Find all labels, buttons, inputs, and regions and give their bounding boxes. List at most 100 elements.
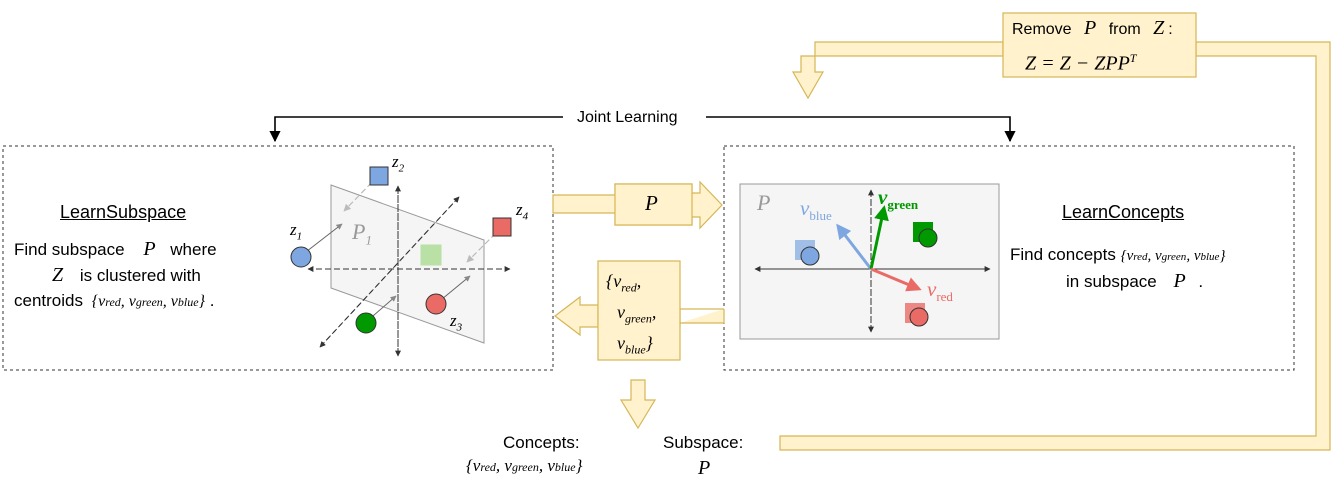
vec-box-line1: {vred, bbox=[606, 271, 641, 298]
v-red-letter: v bbox=[927, 277, 937, 301]
remove-p-line: Remove P from Z: bbox=[1012, 18, 1173, 40]
right-set-green: green bbox=[1161, 251, 1187, 263]
concepts-output-set: {vred, vgreen, vblue} bbox=[466, 456, 582, 477]
out-set-red: red bbox=[480, 460, 496, 474]
left-set-close: } bbox=[198, 293, 205, 310]
left-set-green: green bbox=[135, 295, 163, 309]
left-p-symbol: P bbox=[143, 238, 156, 260]
plane-p1-sub: 1 bbox=[365, 232, 372, 248]
left-line2: Z is clustered with bbox=[52, 265, 201, 286]
vec-box-l2: v bbox=[617, 302, 625, 322]
left-set-blue: blue bbox=[177, 295, 199, 309]
formula-text: Z = Z − ZPP bbox=[1025, 52, 1130, 75]
vec-box-l2-sub: green bbox=[625, 311, 652, 326]
left-line1: Find subspace P where bbox=[14, 239, 217, 260]
joint-learning-left-arrow bbox=[269, 116, 563, 143]
joint-learning-label: Joint Learning bbox=[577, 109, 678, 126]
green-centroid-square bbox=[420, 244, 442, 266]
v-blue-sub: blue bbox=[809, 208, 832, 224]
v-red-vector bbox=[870, 267, 922, 292]
right-line2-prefix: in subspace bbox=[1066, 272, 1157, 291]
v-blue-label: vblue bbox=[800, 198, 832, 226]
right-line2-suffix: . bbox=[1198, 272, 1204, 291]
right-panel bbox=[723, 145, 1295, 371]
out-set-green: green bbox=[511, 460, 539, 474]
joint-learning-right-arrow bbox=[706, 116, 1016, 143]
v-blue-vector bbox=[836, 223, 873, 270]
remove-z-symbol: Z bbox=[1153, 17, 1165, 39]
concepts-illustration bbox=[739, 183, 1000, 340]
subspace-output-p: P bbox=[698, 457, 711, 479]
vec-box-line2: vgreen, bbox=[617, 302, 656, 329]
out-set-close: } bbox=[575, 456, 583, 475]
out-set-comma1: , v bbox=[495, 456, 512, 475]
formula-superscript: T bbox=[1129, 51, 1137, 65]
z2-label: z2 bbox=[392, 152, 404, 178]
concepts-plane bbox=[739, 183, 1000, 340]
vectors-box bbox=[597, 260, 681, 361]
vec-box-l2-end: , bbox=[651, 302, 657, 322]
vec-box-l1-end: , bbox=[636, 271, 642, 291]
v-red-label: vred bbox=[927, 279, 953, 307]
z3-letter: z bbox=[450, 311, 457, 330]
p-arrow-label: P bbox=[645, 191, 658, 215]
out-set-open: {v bbox=[466, 456, 481, 475]
left-line3: centroids {vred, vgreen, vblue} . bbox=[14, 291, 215, 310]
out-set-blue: blue bbox=[554, 460, 576, 474]
plane-p-label: P bbox=[757, 190, 771, 215]
z1-letter: z bbox=[290, 220, 297, 239]
vectors-arrow bbox=[679, 308, 725, 327]
update-formula: Z = Z − ZPPT bbox=[1025, 48, 1136, 74]
z1-label: z1 bbox=[290, 220, 302, 246]
right-set-open: {v bbox=[1120, 248, 1134, 264]
feedback-loop-arrow bbox=[779, 41, 1331, 451]
remove-from-label: from bbox=[1108, 21, 1141, 38]
right-set-comma2: , v bbox=[1186, 248, 1201, 264]
z2-letter: z bbox=[392, 152, 399, 171]
right-line1: Find concepts {vred, vgreen, vblue} bbox=[1010, 245, 1225, 267]
z2-sub: 2 bbox=[398, 162, 405, 175]
v-green-letter: v bbox=[878, 185, 888, 209]
vec-box-l3: v bbox=[617, 333, 625, 353]
left-line1-prefix: Find subspace bbox=[14, 240, 125, 259]
left-centroid-set: {vred, vgreen, vblue} bbox=[92, 293, 205, 310]
remove-label: Remove bbox=[1012, 21, 1072, 38]
z4-label: z4 bbox=[516, 200, 528, 226]
point-z1 bbox=[290, 246, 312, 268]
learn-concepts-title: LearnConcepts bbox=[1062, 202, 1185, 222]
left-panel bbox=[2, 145, 554, 371]
vec-box-line3: vblue} bbox=[617, 333, 653, 360]
right-line2: in subspace P . bbox=[1066, 271, 1203, 292]
v-red-sub: red bbox=[936, 289, 953, 305]
subspace-output-label: Subspace: bbox=[663, 433, 744, 452]
vec-box-l3-sub: blue bbox=[625, 342, 646, 357]
vec-box-l1-sub: red bbox=[621, 280, 637, 295]
left-line1-suffix: where bbox=[170, 240, 217, 259]
plane-p1-label: P1 bbox=[352, 219, 372, 250]
z4-letter: z bbox=[516, 200, 523, 219]
remove-p-box bbox=[1002, 12, 1197, 78]
point-green bbox=[355, 312, 377, 334]
v-green-sub: green bbox=[887, 197, 919, 213]
z3-label: z3 bbox=[450, 311, 462, 337]
feedback-loop-top-arrow bbox=[791, 41, 1004, 100]
remove-colon: : bbox=[1168, 21, 1173, 38]
left-line2-suffix: is clustered with bbox=[79, 266, 201, 285]
v-green-label: vgreen bbox=[878, 187, 918, 215]
vec-box-l1: {v bbox=[606, 271, 622, 291]
remove-p-symbol: P bbox=[1084, 17, 1097, 39]
right-set-comma1: , v bbox=[1147, 248, 1162, 264]
z3-sub: 3 bbox=[456, 321, 463, 334]
left-set-comma1: , v bbox=[120, 293, 136, 310]
left-set-red: red bbox=[105, 295, 121, 309]
left-set-comma2: , v bbox=[162, 293, 178, 310]
plane-p1-letter: P bbox=[352, 219, 366, 244]
right-set-red: red bbox=[1133, 251, 1148, 263]
z4-sub: 4 bbox=[522, 210, 529, 223]
out-set-comma2: , v bbox=[538, 456, 555, 475]
z1-sub: 1 bbox=[296, 230, 303, 243]
down-arrow bbox=[619, 379, 657, 430]
subspace-illustration bbox=[290, 166, 512, 357]
